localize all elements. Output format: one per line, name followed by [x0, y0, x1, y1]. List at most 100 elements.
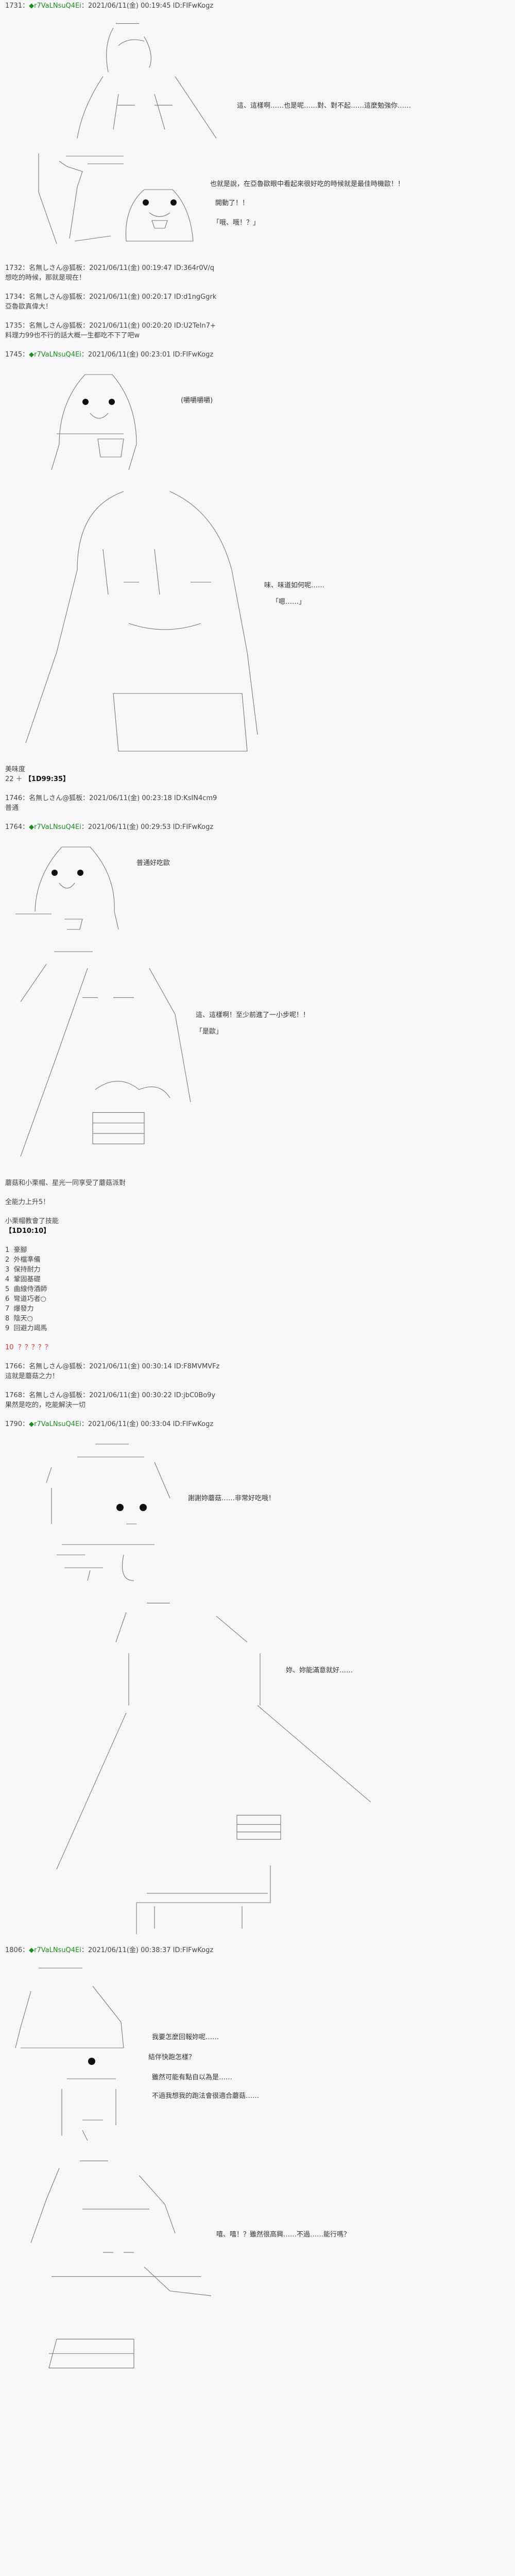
- post-date: 2021/06/11(金) 00:19:45: [88, 2, 171, 10]
- dice-roll: 【1D99:35】: [24, 775, 70, 783]
- post-id[interactable]: ID:FIFwKogz: [173, 823, 214, 831]
- poster-name: 名無しさん@狐板: [29, 1363, 83, 1370]
- art-block: 這、這樣啊！至少前進了一小步呢！！ 「是歐」: [0, 947, 515, 1169]
- post-date: 2021/06/11(金) 00:30:14: [89, 1363, 172, 1370]
- post-number: 1732: [5, 264, 23, 272]
- dialogue: 結伴快跑怎樣？: [148, 2054, 196, 2061]
- post-number: 1764: [5, 823, 23, 831]
- separator: ：: [81, 2, 88, 10]
- dice-roll: 【1D10:10】: [5, 1227, 50, 1235]
- post-date: 2021/06/11(金) 00:33:04: [88, 1420, 171, 1428]
- post-body: 這就是蘑菇之力！: [5, 1372, 59, 1380]
- post-body: 料理力99也不行的話大概一生都吃不下了吧w: [5, 332, 140, 340]
- skill-number: 3: [5, 1266, 10, 1274]
- post-date: 2021/06/11(金) 00:29:53: [88, 823, 171, 831]
- post-header: 1731：◆r7VaLNsuQ4Ei：2021/06/11(金) 00:19:4…: [0, 1, 515, 11]
- poster-trip[interactable]: ◆r7VaLNsuQ4Ei: [29, 2, 81, 10]
- poster-name: 名無しさん@狐板: [29, 264, 83, 272]
- post-id[interactable]: ID:KsIN4cm9: [174, 794, 217, 802]
- dice-result: 22 ＋ 【1D99:35】: [0, 774, 515, 784]
- skill-item-selected: 10 ？？？？？: [0, 1343, 515, 1352]
- post-date: 2021/06/11(金) 00:20:20: [89, 322, 172, 330]
- skill-item: 2 外檔準備: [0, 1255, 515, 1265]
- post-header: 1764：◆r7VaLNsuQ4Ei：2021/06/11(金) 00:29:5…: [0, 822, 515, 832]
- poster-trip[interactable]: ◆r7VaLNsuQ4Ei: [29, 1946, 81, 1954]
- art-block: 普通好吃歐: [0, 844, 515, 932]
- poster-trip[interactable]: ◆r7VaLNsuQ4Ei: [29, 1420, 81, 1428]
- separator: ：: [82, 794, 90, 802]
- dialogue: (嚼嚼嚼嚼): [181, 397, 213, 404]
- skill-number: 4: [5, 1276, 10, 1283]
- separator: ：: [22, 1420, 29, 1428]
- skill-name: 豪腳: [13, 1246, 27, 1254]
- separator: ：: [22, 322, 29, 330]
- separator: ：: [22, 351, 29, 359]
- skill-number: 7: [5, 1305, 10, 1313]
- aa-mushroom-eating: [0, 372, 154, 475]
- poster-trip[interactable]: ◆r7VaLNsuQ4Ei: [29, 351, 81, 359]
- post-id[interactable]: ID:jbC0Bo9y: [174, 1392, 216, 1399]
- post-date: 2021/06/11(金) 00:19:47: [89, 264, 172, 272]
- post-header: 1732：名無しさん@狐板：2021/06/11(金) 00:19:47 ID:…: [0, 263, 515, 273]
- separator: ：: [82, 264, 90, 272]
- aa-mushroom-girl-standing: [0, 1601, 391, 1936]
- post-number: 1746: [5, 794, 23, 802]
- skill-number: 9: [5, 1325, 10, 1332]
- art-block: 這、這樣啊……也是呢……對、對不起……這麼勉強你……: [0, 19, 515, 143]
- post-body: 亞魯歐真偉大！: [5, 303, 53, 311]
- dialogue: 嘻、嘻！？雖然很高興……不過……能行嗎？: [216, 2231, 351, 2239]
- dialogue: 也就是說，在亞魯歐眼中看起來很好吃的時候就是最佳時機歐！！: [210, 180, 405, 188]
- skill-item: 6 彎道巧者○: [0, 1294, 515, 1304]
- separator: ：: [81, 1420, 88, 1428]
- skill-name: 回避力竭馬: [13, 1325, 47, 1332]
- narration: 全能力上升5！: [5, 1198, 50, 1206]
- post-id[interactable]: ID:364r0V/q: [174, 264, 215, 272]
- post-body: 想吃的時候，那就是現在！: [5, 274, 86, 282]
- skill-item: 4 鞏固基礎: [0, 1275, 515, 1284]
- dialogue: 我要怎麼回報妳呢……: [152, 2033, 219, 2041]
- post-number: 1745: [5, 351, 23, 359]
- post-date: 2021/06/11(金) 00:23:01: [88, 351, 171, 359]
- skill-item: 9 回避力竭馬: [0, 1324, 515, 1333]
- post-id[interactable]: ID:FIFwKogz: [173, 351, 214, 359]
- post-header: 1806：◆r7VaLNsuQ4Ei：2021/06/11(金) 00:38:3…: [0, 1945, 515, 1955]
- poster-trip[interactable]: ◆r7VaLNsuQ4Ei: [29, 823, 81, 831]
- skill-name: 陰天○: [13, 1315, 33, 1323]
- art-block: 味、味道如何呢…… 「嗯……」: [0, 487, 515, 755]
- art-block: 嘻、嘻！？雖然很高興……不過……能行嗎？: [0, 2156, 515, 2378]
- skill-number: 10: [5, 1344, 14, 1351]
- post-body: 普通: [5, 804, 19, 812]
- narration: 小栗帽教會了技能: [5, 1217, 59, 1225]
- skill-item: 8 陰天○: [0, 1314, 515, 1324]
- skill-item: 5 曲線侍酒師: [0, 1284, 515, 1294]
- aa-mushroom-fork: [0, 844, 134, 932]
- skill-number: 8: [5, 1315, 10, 1323]
- post-id[interactable]: ID:FIFwKogz: [173, 1420, 214, 1428]
- separator: ：: [22, 823, 29, 831]
- dialogue: 不過我想我的跑法會很適合蘑菇……: [152, 2092, 260, 2100]
- dialogue: 妳、妳能滿意就好……: [286, 1667, 353, 1674]
- post-date: 2021/06/11(金) 00:23:18: [89, 794, 172, 802]
- separator: ：: [82, 1363, 90, 1370]
- skill-name: 保持耐力: [13, 1266, 41, 1274]
- post-id[interactable]: ID:U2TeIn7+: [174, 322, 216, 330]
- skill-list: 1 豪腳 2 外檔準備 3 保持耐力 4 鞏固基礎 5 曲線侍酒師 6 彎道巧者…: [0, 1245, 515, 1352]
- base-value: 22 ＋: [5, 775, 23, 783]
- poster-name: 名無しさん@狐板: [29, 1392, 83, 1399]
- dialogue: 「嗯……」: [272, 598, 306, 606]
- art-block: (嚼嚼嚼嚼): [0, 372, 515, 475]
- post-id[interactable]: ID:FIFwKogz: [173, 1946, 214, 1954]
- skill-name: 鞏固基礎: [13, 1276, 41, 1283]
- post-header: 1766：名無しさん@狐板：2021/06/11(金) 00:30:14 ID:…: [0, 1362, 515, 1371]
- aa-girl-big: [0, 487, 278, 755]
- dialogue: 這、這樣啊！至少前進了一小步呢！！: [196, 1011, 310, 1019]
- post-number: 1766: [5, 1363, 23, 1370]
- separator: ：: [81, 823, 88, 831]
- separator: ：: [82, 1392, 90, 1399]
- post-id[interactable]: ID:FIFwKogz: [173, 2, 214, 10]
- aa-girl-and-mushroom-party: [0, 947, 206, 1169]
- post-id[interactable]: ID:d1ngGgrk: [174, 293, 217, 301]
- post-header: 1768：名無しさん@狐板：2021/06/11(金) 00:30:22 ID:…: [0, 1391, 515, 1400]
- dialogue: 味、味道如何呢……: [264, 582, 325, 589]
- post-id[interactable]: ID:F8MVMVFz: [174, 1363, 220, 1370]
